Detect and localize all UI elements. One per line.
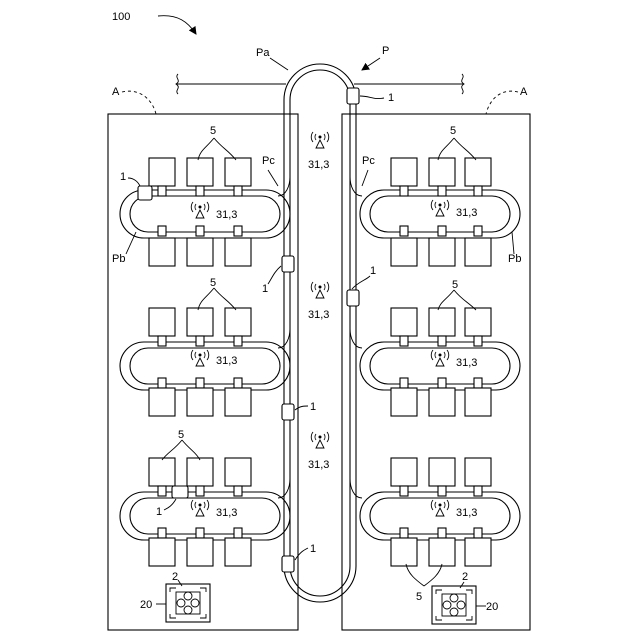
label-pb-left: Pb xyxy=(112,253,125,265)
label-pc-left: Pc xyxy=(262,155,275,167)
branch-loop-left-2 xyxy=(120,342,290,390)
svg-text:5: 5 xyxy=(416,591,422,603)
label-pb-left-leader xyxy=(126,232,136,254)
antenna-main-2-label: 31,3 xyxy=(308,309,329,321)
svg-text:2: 2 xyxy=(462,571,468,583)
antenna-branch-left-2-icon xyxy=(191,350,209,366)
antenna-branch-right-1-icon xyxy=(431,200,449,216)
ref-100-arrow xyxy=(158,16,196,34)
svg-text:20: 20 xyxy=(140,599,152,611)
label-pc-right-leader xyxy=(362,170,368,186)
svg-text:5: 5 xyxy=(450,125,456,137)
station-left-3-top-2 xyxy=(187,458,213,496)
svg-text:1: 1 xyxy=(310,543,316,555)
vehicle-main-left-1: 1 xyxy=(262,256,294,295)
station-left-2-top-1 xyxy=(149,308,175,346)
label-pa-leader xyxy=(270,58,288,70)
area-a-left-label: A xyxy=(112,86,120,98)
station-ref-right-2: 5 xyxy=(438,279,476,310)
ref-100-label: 100 xyxy=(112,11,130,23)
label-pb-right: Pb xyxy=(508,253,521,265)
antenna-branch-left-2-label: 31,3 xyxy=(216,355,237,367)
svg-text:1: 1 xyxy=(370,265,376,277)
antenna-branch-right-2-label: 31,3 xyxy=(456,357,477,369)
station-right-3-top-2 xyxy=(429,458,455,496)
base-unit-right: 2 20 xyxy=(432,571,498,624)
station-right-2-top-2 xyxy=(429,308,455,346)
vehicle-main-left-3: 1 xyxy=(282,543,316,572)
station-ref-left-3: 5 xyxy=(162,429,200,460)
label-pc-right: Pc xyxy=(362,155,375,167)
antenna-branch-left-1-label: 31,3 xyxy=(216,209,237,221)
antenna-main-3-icon xyxy=(311,432,329,448)
main-track-pa-outer xyxy=(284,64,356,602)
svg-text:2: 2 xyxy=(172,571,178,583)
main-track-pa-inner xyxy=(290,70,350,596)
antenna-main-3-label: 31,3 xyxy=(308,459,329,471)
label-pb-right-leader xyxy=(512,232,514,254)
antenna-branch-left-3-icon xyxy=(191,500,209,516)
svg-text:5: 5 xyxy=(210,277,216,289)
area-a-right-leader xyxy=(486,91,518,114)
station-left-3-top-1 xyxy=(149,458,175,496)
label-p-arrow xyxy=(362,58,380,70)
station-ref-right-1: 5 xyxy=(438,125,476,160)
antenna-branch-left-3-label: 31,3 xyxy=(216,507,237,519)
vehicle-branch-left-1: 1 xyxy=(120,171,152,200)
station-right-2-top-3 xyxy=(465,308,491,346)
label-p: P xyxy=(382,45,389,57)
svg-text:5: 5 xyxy=(452,279,458,291)
station-right-3-top-3 xyxy=(465,458,491,496)
station-left-3-top-3 xyxy=(225,458,251,496)
antenna-main-1-icon xyxy=(311,132,329,148)
svg-text:20: 20 xyxy=(486,601,498,613)
svg-text:5: 5 xyxy=(178,429,184,441)
svg-text:1: 1 xyxy=(388,92,394,104)
svg-text:1: 1 xyxy=(120,171,126,183)
antenna-main-2-icon xyxy=(311,282,329,298)
station-ref-right-3: 5 xyxy=(406,564,442,603)
station-left-2-top-3 xyxy=(225,308,251,346)
antenna-branch-right-2-icon xyxy=(431,350,449,366)
svg-text:1: 1 xyxy=(156,506,162,518)
svg-text:1: 1 xyxy=(262,283,268,295)
label-pc-left-leader xyxy=(268,170,278,186)
antenna-branch-right-3-icon xyxy=(431,500,449,516)
vehicle-main-left-2: 1 xyxy=(282,401,316,420)
station-ref-left-2: 5 xyxy=(198,277,236,310)
label-pa: Pa xyxy=(256,47,270,59)
station-right-3-top-1 xyxy=(391,458,417,496)
antenna-branch-right-1-label: 31,3 xyxy=(456,207,477,219)
antenna-branch-right-3-label: 31,3 xyxy=(456,507,477,519)
station-left-2-top-2 xyxy=(187,308,213,346)
base-unit-left: 2 20 xyxy=(140,571,210,622)
svg-text:5: 5 xyxy=(210,125,216,137)
station-right-2-top-1 xyxy=(391,308,417,346)
station-ref-left-1: 5 xyxy=(198,125,236,160)
branch-loop-left-3 xyxy=(120,492,290,540)
vehicle-main-top: 1 xyxy=(347,88,394,104)
antenna-main-1-label: 31,3 xyxy=(308,159,329,171)
area-a-right-label: A xyxy=(520,86,528,98)
area-a-left-leader xyxy=(122,91,156,114)
svg-text:1: 1 xyxy=(310,401,316,413)
vehicle-main-right-1: 1 xyxy=(347,265,376,306)
antenna-branch-left-1-icon xyxy=(191,202,209,218)
